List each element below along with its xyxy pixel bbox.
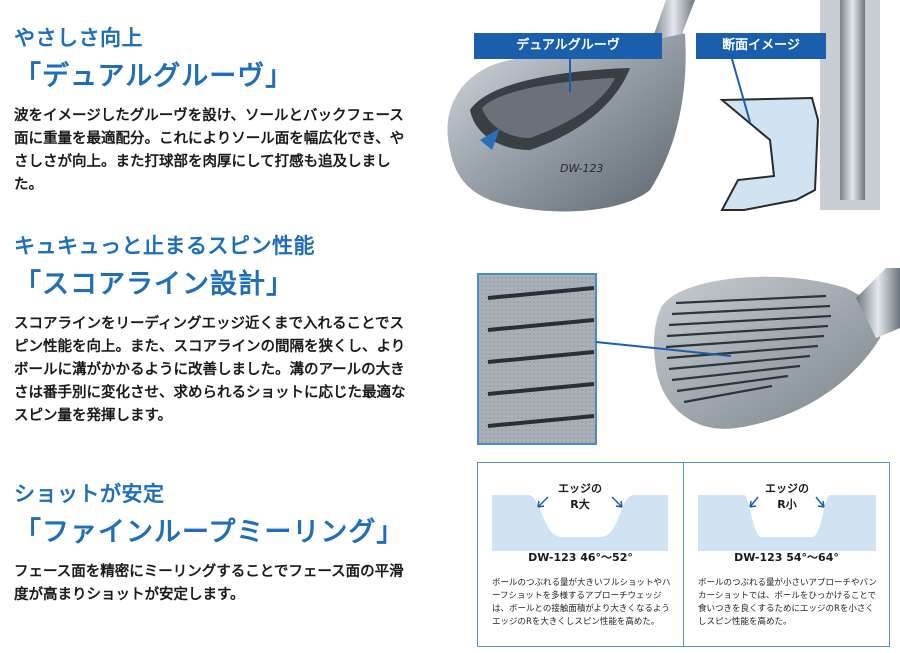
edge-small-panel: エッジの R小 DW-123 54°〜64° ボールのつぶれる量が小さいアプロー… bbox=[683, 463, 889, 646]
model-label-large: DW-123 46°〜52° bbox=[528, 551, 633, 564]
section-subtitle: やさしさ向上 bbox=[14, 26, 143, 50]
section-title: 「スコアライン設計」 bbox=[14, 269, 294, 300]
model-desc-large: ボールのつぶれる量が大きいフルショットやハーフショットを多様するアプローチウェッ… bbox=[492, 578, 671, 627]
feature-fine-loop-milling: ショットが安定 「ファインループミーリング」 フェース面を精密にミーリングするこ… bbox=[14, 478, 414, 607]
wedge-back-image: DW-123 デュアルグルーヴ 断面イメージ bbox=[420, 0, 900, 225]
score-line-illustration bbox=[477, 268, 900, 445]
club-engraving: DW-123 bbox=[560, 162, 603, 175]
section-subtitle: ショットが安定 bbox=[14, 482, 165, 506]
edge-large-panel: エッジの R大 DW-123 46°〜52° ボールのつぶれる量が大きいフルショ… bbox=[478, 463, 683, 646]
wedge-back-illustration: DW-123 bbox=[447, 0, 880, 212]
edge-large-profile bbox=[492, 495, 668, 551]
edge-radius-diagram: エッジの R大 DW-123 46°〜52° ボールのつぶれる量が大きいフルショ… bbox=[477, 462, 890, 647]
edge-small-profile bbox=[698, 495, 876, 551]
model-desc-small: ボールのつぶれる量が小さいアプローチやバンカーショットでは、ボールをひっかけるこ… bbox=[698, 578, 877, 627]
wedge-face-image bbox=[476, 268, 900, 446]
section-title: 「デュアルグルーヴ」 bbox=[14, 61, 294, 92]
model-label-small: DW-123 54°〜64° bbox=[734, 551, 839, 564]
section-subtitle: キュキュっと止まるスピン性能 bbox=[14, 234, 315, 258]
feature-score-line: キュキュっと止まるスピン性能 「スコアライン設計」 スコアラインをリーディングエ… bbox=[14, 230, 414, 428]
edge-label-small: エッジの R小 bbox=[765, 482, 809, 511]
section-title: 「ファインループミーリング」 bbox=[14, 517, 405, 548]
callout-dual-groove: デュアルグルーヴ bbox=[474, 33, 662, 59]
section-body: スコアラインをリーディングエッジ近くまで入れることでスピン性能を向上。また、スコ… bbox=[14, 316, 406, 424]
feature-dual-groove: やさしさ向上 「デュアルグルーヴ」 波をイメージしたグルーヴを設け、ソールとバッ… bbox=[14, 22, 414, 197]
section-body: フェース面を精密にミーリングすることでフェース面の平滑度が高まりショットが安定し… bbox=[14, 564, 404, 603]
section-body: 波をイメージしたグルーヴを設け、ソールとバックフェース面に重量を最適配分。これに… bbox=[14, 108, 405, 193]
edge-label-large: エッジの R大 bbox=[558, 482, 602, 511]
callout-cross-section: 断面イメージ bbox=[696, 33, 826, 59]
